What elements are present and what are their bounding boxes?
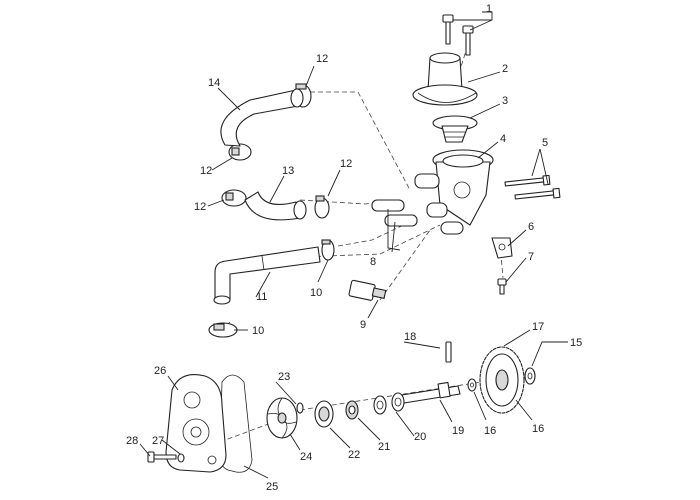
callout-12-left-upper: 12 bbox=[200, 165, 212, 177]
callout-16-left: 16 bbox=[484, 425, 496, 437]
callout-21: 21 bbox=[378, 441, 390, 453]
callout-20: 20 bbox=[414, 431, 426, 443]
part-18-pin bbox=[445, 341, 452, 363]
part-1-bolts bbox=[442, 14, 474, 56]
callout-13: 13 bbox=[282, 165, 294, 177]
part-15-washer bbox=[524, 367, 536, 385]
part-2-thermostat-cover bbox=[412, 52, 478, 106]
callout-labels: 1 2 3 4 5 6 7 8 9 10 10 11 12 12 12 12 1… bbox=[126, 3, 582, 493]
part-17-gear bbox=[479, 346, 525, 414]
callout-10-upper: 10 bbox=[310, 287, 322, 299]
part-3-thermostat bbox=[432, 115, 478, 143]
callout-23: 23 bbox=[278, 371, 290, 383]
part-21-seal bbox=[345, 400, 359, 420]
part-8-pipes bbox=[371, 199, 418, 227]
part-11-lower-hose bbox=[213, 246, 321, 305]
callout-9: 9 bbox=[360, 319, 366, 331]
callout-22: 22 bbox=[348, 449, 360, 461]
part-5-long-bolts bbox=[504, 174, 561, 200]
callout-12-left-lower: 12 bbox=[194, 201, 206, 213]
callout-3: 3 bbox=[502, 95, 508, 107]
part-28-bolt bbox=[147, 451, 177, 463]
callout-11: 11 bbox=[256, 291, 267, 303]
callout-1: 1 bbox=[486, 3, 492, 15]
part-14-upper-hose bbox=[220, 88, 304, 147]
callout-12-right: 12 bbox=[340, 158, 352, 170]
callout-12-top: 12 bbox=[316, 53, 328, 65]
callout-16-right: 16 bbox=[532, 423, 544, 435]
part-4-thermostat-housing bbox=[414, 149, 494, 235]
callout-17: 17 bbox=[532, 321, 544, 333]
part-7-bolt bbox=[497, 278, 507, 295]
part-16-washer bbox=[467, 378, 477, 392]
callout-2: 2 bbox=[502, 63, 508, 75]
part-13-middle-hose bbox=[244, 191, 307, 221]
part-12-clamp-left-upper bbox=[228, 143, 252, 161]
part-20-bearings bbox=[373, 392, 405, 415]
callout-4: 4 bbox=[500, 133, 506, 145]
part-27-washer bbox=[177, 453, 185, 463]
callout-6: 6 bbox=[528, 221, 534, 233]
callout-8: 8 bbox=[370, 256, 376, 268]
part-23-washer bbox=[296, 402, 304, 414]
callout-15: 15 bbox=[570, 337, 582, 349]
callout-19: 19 bbox=[452, 425, 464, 437]
part-12-clamp-left-lower bbox=[221, 189, 247, 207]
callout-14: 14 bbox=[208, 77, 220, 89]
callout-7: 7 bbox=[528, 251, 534, 263]
part-9-temperature-sensor bbox=[348, 279, 387, 301]
callout-27: 27 bbox=[152, 435, 164, 447]
part-12-clamp-right bbox=[314, 195, 330, 219]
callout-10-lower: 10 bbox=[252, 325, 264, 337]
callout-18: 18 bbox=[404, 331, 416, 343]
part-24-impeller bbox=[266, 397, 298, 439]
part-6-bracket bbox=[491, 237, 513, 259]
part-22-mechanical-seal bbox=[314, 400, 334, 428]
part-10-clamp-upper bbox=[321, 239, 335, 261]
part-10-clamp-lower bbox=[208, 322, 238, 338]
callout-25: 25 bbox=[266, 481, 278, 493]
callout-24: 24 bbox=[300, 451, 312, 463]
callout-5: 5 bbox=[542, 137, 548, 149]
leader-lines bbox=[139, 11, 568, 479]
part-26-pump-cover bbox=[165, 374, 227, 473]
callout-28: 28 bbox=[126, 435, 138, 447]
callout-26: 26 bbox=[154, 365, 166, 377]
